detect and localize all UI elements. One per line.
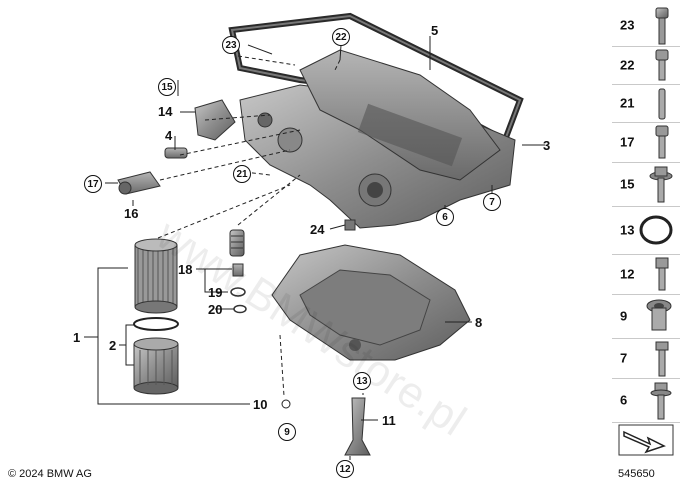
legend-item-23[interactable]: 23 (612, 4, 680, 47)
document-number: 545650 (618, 468, 655, 480)
callout-5[interactable]: 5 (431, 23, 439, 38)
legend-number: 17 (620, 134, 635, 150)
legend-number: 12 (620, 266, 635, 282)
callout-19[interactable]: 19 (208, 285, 223, 300)
callout-16[interactable]: 16 (124, 206, 139, 221)
cap-screw-icon (655, 49, 669, 81)
callout-24[interactable]: 24 (310, 222, 325, 237)
legend-number: 6 (620, 392, 628, 408)
leader-lines (84, 36, 545, 421)
legend-number: 15 (620, 176, 635, 192)
callout-21[interactable]: 21 (233, 165, 251, 183)
legend-number: 23 (620, 17, 635, 33)
next-page-arrow[interactable] (612, 422, 680, 458)
legend-number: 9 (620, 308, 628, 324)
callout-10[interactable]: 10 (253, 397, 268, 412)
callout-7[interactable]: 7 (483, 193, 501, 211)
callout-18[interactable]: 18 (178, 262, 193, 277)
legend-item-9[interactable]: 9 (612, 294, 680, 339)
valve-part (229, 229, 245, 277)
cap-screw-icon (655, 125, 669, 159)
seal-ring-10 (281, 399, 291, 409)
hex-bolt-icon (655, 257, 669, 291)
callout-11[interactable]: 11 (382, 413, 396, 428)
callout-9[interactable]: 9 (278, 423, 296, 441)
oil-filter-part (134, 238, 178, 314)
drain-plug-icon (646, 299, 672, 331)
flange-bolt-long-icon (650, 382, 672, 420)
callout-4[interactable]: 4 (165, 128, 173, 143)
legend-item-15[interactable]: 15 (612, 162, 680, 207)
cap-screw-long-icon (655, 7, 669, 45)
legend-number: 21 (620, 95, 635, 111)
legend-item-7[interactable]: 7 (612, 338, 680, 379)
callout-3[interactable]: 3 (543, 138, 551, 153)
o-ring-icon (639, 215, 673, 245)
callout-15[interactable]: 15 (158, 78, 176, 96)
oil-pickup-part (344, 397, 371, 456)
legend-item-17[interactable]: 17 (612, 122, 680, 163)
callout-1[interactable]: 1 (73, 330, 81, 345)
bracket-part (194, 99, 236, 141)
callout-13[interactable]: 13 (353, 372, 371, 390)
callout-20[interactable]: 20 (208, 302, 223, 317)
dashed-lines (157, 55, 364, 460)
upper-oil-pan-part (239, 49, 516, 229)
sensor-part (164, 147, 188, 159)
seal-ring-part (133, 317, 179, 331)
fastener-legend: 23 22 21 17 15 (612, 4, 680, 459)
legend-number: 7 (620, 350, 628, 366)
callout-14[interactable]: 14 (158, 104, 173, 119)
callout-17[interactable]: 17 (84, 175, 102, 193)
lower-oil-pan-part (271, 244, 471, 361)
callout-8[interactable]: 8 (475, 315, 483, 330)
legend-item-22[interactable]: 22 (612, 46, 680, 85)
o-ring-19 (230, 287, 246, 297)
legend-number: 22 (620, 57, 635, 73)
callout-22[interactable]: 22 (332, 28, 350, 46)
arrow-right-icon (618, 424, 674, 456)
legend-item-21[interactable]: 21 (612, 84, 680, 123)
callout-23[interactable]: 23 (222, 36, 240, 54)
copyright-text: © 2024 BMW AG (8, 468, 92, 480)
oil-sensor-part (117, 171, 161, 195)
bolt-24-part (344, 219, 356, 231)
legend-item-13[interactable]: 13 (612, 206, 680, 255)
callout-6[interactable]: 6 (436, 208, 454, 226)
pin-icon (658, 88, 666, 120)
legend-item-6[interactable]: 6 (612, 378, 680, 423)
legend-number: 13 (620, 222, 635, 238)
filter-cap-part (133, 337, 179, 395)
callout-2[interactable]: 2 (109, 338, 117, 353)
hex-bolt-long-icon (655, 341, 669, 377)
legend-item-12[interactable]: 12 (612, 254, 680, 295)
callout-12[interactable]: 12 (336, 460, 354, 478)
flange-bolt-icon (649, 166, 673, 203)
